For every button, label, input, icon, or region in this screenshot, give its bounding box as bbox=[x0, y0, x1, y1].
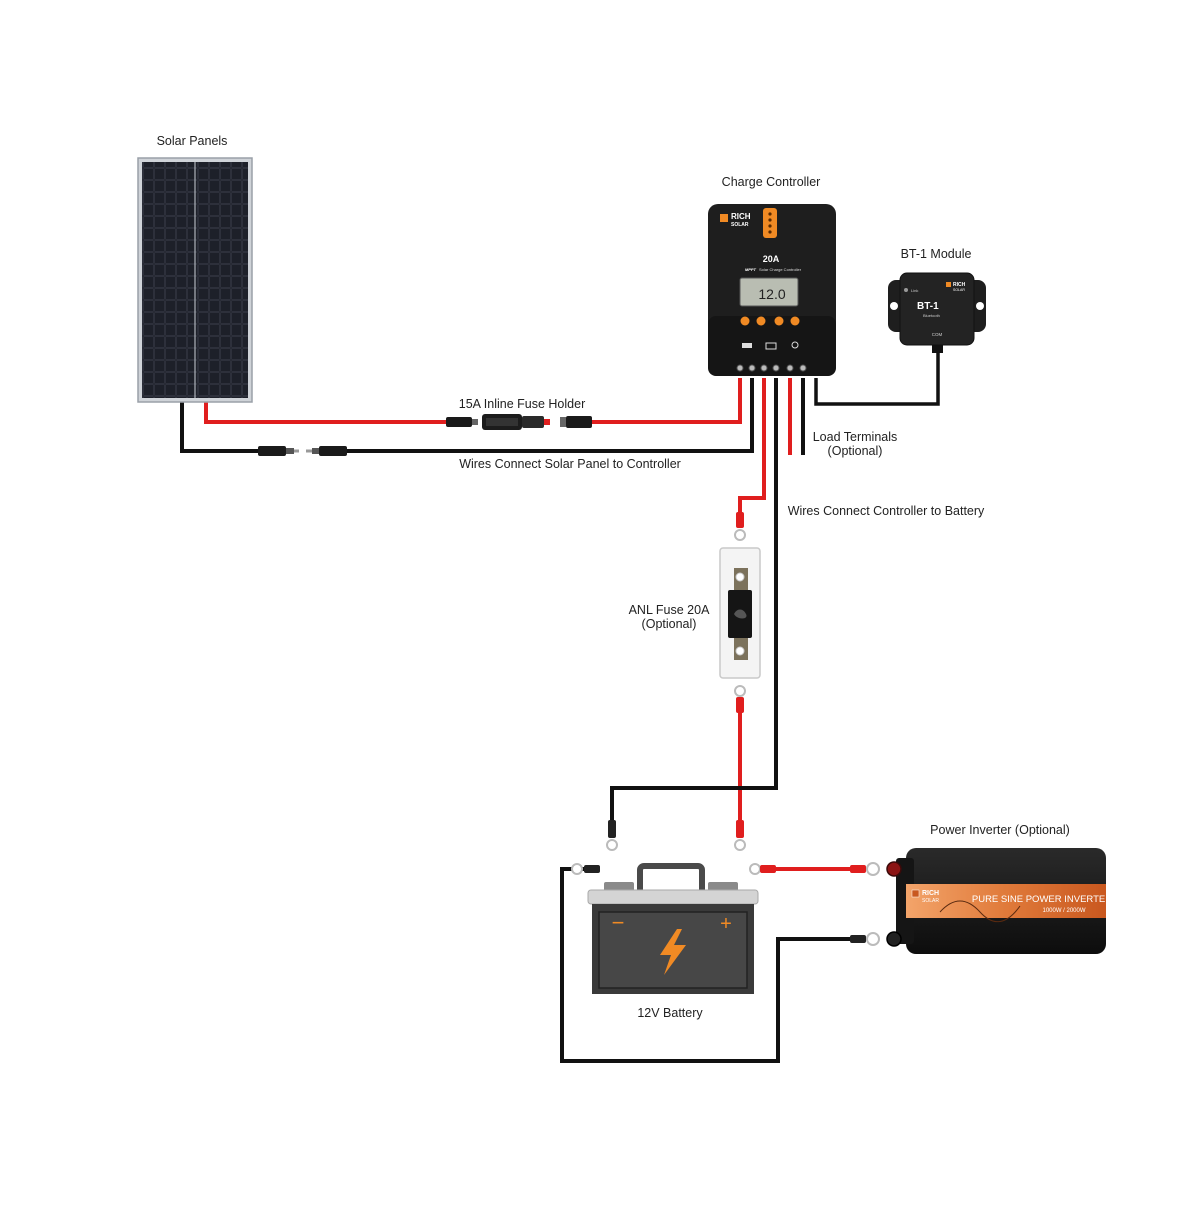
ring-terminals bbox=[571, 512, 880, 946]
label-charge-controller: Charge Controller bbox=[721, 175, 821, 189]
label-power-inverter: Power Inverter (Optional) bbox=[930, 823, 1070, 837]
label-wires-controller-battery: Wires Connect Controller to Battery bbox=[787, 504, 985, 518]
wire-battery-inverter-negative bbox=[560, 867, 858, 1063]
bt1-brand-line1: RICH bbox=[953, 282, 966, 288]
battery-plus-sign: + bbox=[720, 913, 732, 935]
controller-panel-icon bbox=[742, 343, 752, 348]
charge-controller: RICH SOLAR 20A MPPT Solar Charge Control… bbox=[708, 204, 836, 376]
controller-brand-logo: RICH SOLAR bbox=[720, 212, 751, 228]
wire-controller-battery-positive bbox=[738, 378, 766, 515]
ring-terminal-fuse-bottom bbox=[734, 685, 746, 713]
wire-mc4-to-controller bbox=[345, 378, 754, 453]
ring-terminal-battery-negative-controller bbox=[606, 820, 618, 851]
battery: − + bbox=[587, 863, 759, 994]
bt1-brand-line2: SOLAR bbox=[953, 288, 965, 292]
ring-terminal-fuse-top bbox=[734, 512, 746, 541]
controller-subtitle: Solar Charge Controller bbox=[759, 267, 802, 272]
controller-lcd bbox=[739, 277, 799, 307]
ring-terminal-battery-positive-controller bbox=[734, 820, 746, 851]
inverter-title: PURE SINE POWER INVERTER bbox=[972, 894, 1112, 905]
controller-button-3 bbox=[774, 316, 784, 326]
label-solar-panels: Solar Panels bbox=[156, 134, 228, 148]
label-load-terminals-optional: (Optional) bbox=[827, 444, 883, 458]
wires bbox=[180, 352, 940, 1063]
power-inverter: RICH SOLAR PURE SINE POWER INVERTER 1000… bbox=[886, 848, 1112, 954]
battery-minus-sign: − bbox=[612, 910, 625, 935]
controller-brand-line2: SOLAR bbox=[731, 222, 749, 228]
inline-fuse-holder bbox=[446, 414, 592, 430]
mc4-connector-male bbox=[258, 446, 299, 456]
label-wires-panel-controller: Wires Connect Solar Panel to Controller bbox=[459, 457, 681, 471]
controller-lcd-value: 12.0 bbox=[758, 286, 785, 302]
wire-controller-bt1 bbox=[814, 352, 940, 406]
controller-subtitle-mppt: MPPT bbox=[745, 267, 757, 272]
ring-terminal-inverter-negative bbox=[850, 932, 880, 946]
label-anl-fuse: ANL Fuse 20A bbox=[628, 603, 710, 617]
wire-controller-battery-negative bbox=[610, 378, 778, 822]
solar-panel bbox=[137, 157, 253, 403]
label-load-terminals: Load Terminals bbox=[812, 430, 898, 444]
wire-panel-negative bbox=[180, 400, 262, 453]
controller-battery-icon bbox=[765, 342, 777, 350]
ring-terminal-inverter-positive bbox=[850, 862, 880, 876]
inverter-rating: 1000W / 2000W bbox=[1042, 908, 1085, 914]
bt1-bluetooth-label: Bluetooth bbox=[923, 313, 940, 318]
wire-panel-positive bbox=[204, 400, 448, 424]
inverter-brand-line2: SOLAR bbox=[922, 898, 939, 904]
label-inline-fuse-holder: 15A Inline Fuse Holder bbox=[458, 397, 586, 411]
label-bt1-module: BT-1 Module bbox=[900, 247, 972, 261]
wire-fuse-to-controller bbox=[590, 378, 742, 424]
ring-terminal-battery-negative-inverter bbox=[571, 863, 600, 875]
anl-fuse bbox=[719, 547, 761, 679]
label-anl-fuse-optional: (Optional) bbox=[641, 617, 697, 631]
controller-button-2 bbox=[756, 316, 766, 326]
controller-rating: 20A bbox=[763, 254, 780, 264]
bt1-link-led bbox=[904, 288, 908, 292]
label-battery: 12V Battery bbox=[637, 1006, 703, 1020]
inverter-brand-line1: RICH bbox=[922, 890, 939, 897]
controller-button-1 bbox=[740, 316, 750, 326]
bt1-module: Link RICH SOLAR BT-1 Bluetooth COM bbox=[888, 272, 986, 353]
ring-terminal-battery-positive-inverter bbox=[749, 863, 776, 875]
bt1-led-label: Link bbox=[911, 288, 918, 293]
controller-button-4 bbox=[790, 316, 800, 326]
mc4-connector-female bbox=[306, 446, 347, 456]
controller-terminals bbox=[736, 364, 807, 372]
controller-brand-line1: RICH bbox=[731, 212, 751, 221]
controller-led-strip bbox=[763, 208, 777, 238]
bt1-model: BT-1 bbox=[917, 301, 939, 312]
controller-bulb-icon bbox=[791, 341, 799, 349]
bt1-port-label: COM bbox=[932, 332, 943, 337]
lightning-icon bbox=[660, 929, 686, 975]
